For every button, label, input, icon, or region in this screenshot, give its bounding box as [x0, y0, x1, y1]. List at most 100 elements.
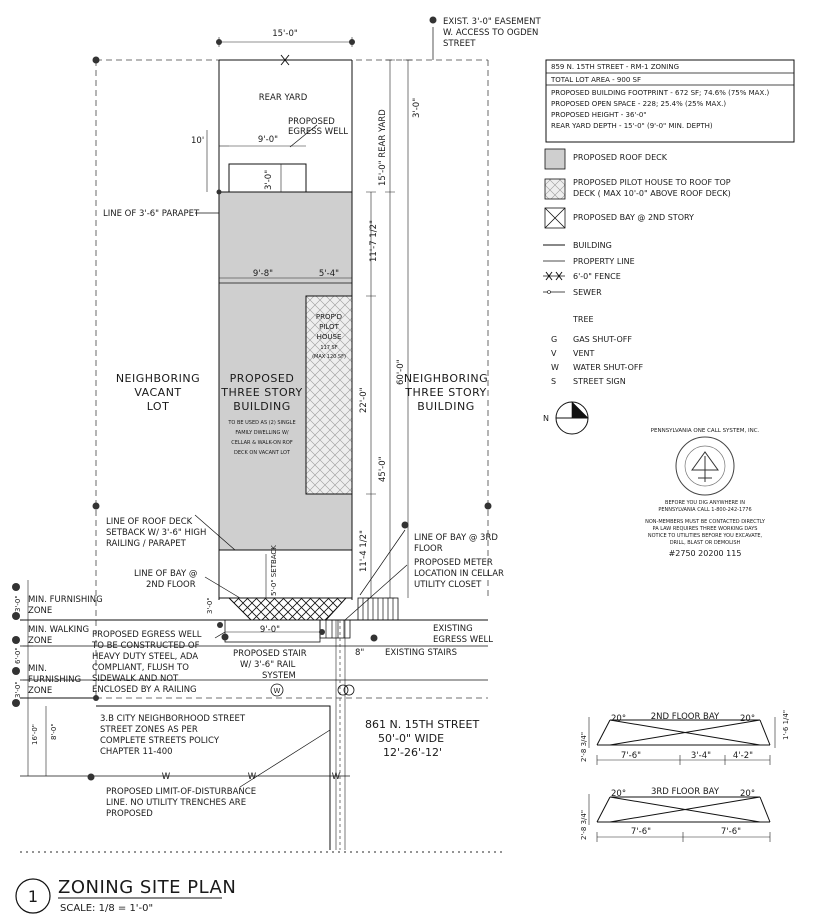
bay2-note-1: LINE OF BAY @ — [134, 569, 197, 579]
meter-note-2: LOCATION IN CELLAR — [414, 569, 504, 579]
easement-note-3: STREET — [443, 39, 476, 49]
zone-dim-2: 6'-0" — [14, 647, 22, 664]
legend-sign: STREET SIGN — [573, 377, 626, 386]
legend: PROPOSED ROOF DECK PROPOSED PILOT HOUSE … — [543, 148, 731, 386]
third-floor-bay-detail: 3RD FLOOR BAY 20° 20° 2'-8 3/4" 7'-6" 7'… — [580, 787, 771, 842]
lod-note-2: LINE. NO UTILITY TRENCHES ARE — [106, 798, 246, 808]
w-mark-3: W — [332, 772, 341, 782]
street-width: 50'-0" WIDE — [378, 732, 444, 745]
third-bay-dim-b: 7'-6" — [721, 827, 741, 837]
pa-one-call-block: PENNSYLVANIA ONE CALL SYSTEM, INC. BEFOR… — [645, 428, 766, 558]
egress-new-5: SIDEWALK AND NOT — [92, 674, 179, 684]
lod-note-1: PROPOSED LIMIT-OF-DISTURBANCE — [106, 787, 256, 797]
street-section: 12'-26'-12' — [383, 746, 442, 759]
zone-dim-3: 3'-0" — [14, 681, 22, 698]
bay3-note-2: FLOOR — [414, 544, 443, 554]
furnishing-zone-2a: MIN. — [28, 664, 47, 674]
dim-9-well: 9'-0" — [260, 625, 280, 635]
roofdeck-note-1: LINE OF ROOF DECK — [106, 517, 193, 527]
second-bay-angle-l: 20° — [611, 714, 626, 724]
egress-new-6: ENCLOSED BY A RAILING — [92, 685, 197, 695]
stair-note-3: SYSTEM — [262, 671, 296, 681]
setback-dim: 5'-0" SETBACK — [270, 545, 278, 596]
existing-egress-1: EXISTING — [433, 624, 473, 634]
walking-zone-1b: ZONE — [28, 636, 52, 646]
roofdeck-note-3: RAILING / PARAPET — [106, 539, 187, 549]
dim-9-8: 9'-8" — [253, 269, 273, 279]
sheet-number: 1 — [28, 887, 38, 906]
survey-dots — [12, 16, 492, 781]
w-mark-2: W — [248, 772, 257, 782]
zone-dim-1: 3'-0" — [14, 595, 22, 612]
egress-new-2: TO BE CONSTRUCTED OF — [91, 641, 200, 651]
zoning-table: 859 N. 15TH STREET - RM-1 ZONING TOTAL L… — [545, 59, 795, 143]
bay3-note-1: LINE OF BAY @ 3RD — [414, 533, 498, 543]
meter-note-3: UTILITY CLOSET — [414, 580, 482, 590]
legend-bay: PROPOSED BAY @ 2ND STORY — [573, 213, 694, 222]
zoning-row-4: PROPOSED HEIGHT - 36'-0" — [551, 111, 647, 119]
legend-water: WATER SHUT-OFF — [573, 363, 643, 372]
legend-pilot-2: DECK ( MAX 10'-0" ABOVE ROOF DECK) — [573, 189, 731, 198]
street-name: 861 N. 15TH STREET — [365, 718, 479, 731]
meter-note-1: PROPOSED METER — [414, 558, 493, 568]
dim-10: 10' — [191, 136, 204, 146]
existing-egress-2: EGRESS WELL — [433, 635, 493, 645]
pa-one-call-line4: PA LAW REQUIRES THREE WORKING DAYS — [653, 526, 758, 532]
furnishing-zone-1: MIN. FURNISHING — [28, 595, 103, 605]
pilot-label-1: PROP'D — [316, 313, 342, 321]
pa-one-call-title: PENNSYLVANIA ONE CALL SYSTEM, INC. — [651, 428, 760, 434]
pilot-label-2: PILOT — [319, 323, 339, 331]
pilot-label-4: 117 SF — [320, 345, 337, 351]
legend-tree: TREE — [572, 315, 594, 324]
right-lot-label-3: BUILDING — [417, 400, 474, 413]
drawing-scale: SCALE: 1/8 = 1'-0" — [60, 903, 153, 914]
second-bay-dim-a: 7'-6" — [621, 751, 641, 761]
egress-new-3: HEAVY DUTY STEEL, ADA — [92, 652, 198, 662]
building-note-1: TO BE USED AS (2) SINGLE — [227, 420, 295, 426]
legend-property-line: PROPERTY LINE — [573, 257, 635, 266]
second-bay-angle-r: 20° — [740, 714, 755, 724]
egress-well-label-2: EGRESS WELL — [288, 127, 348, 137]
second-bay-depth: 2'-8 3/4" — [580, 732, 588, 762]
street-zone-1: 3.B CITY NEIGHBORHOOD STREET — [100, 714, 246, 724]
pa-one-call-line6: DRILL, BLAST OR DEMOLISH — [670, 540, 741, 546]
drawing-title: ZONING SITE PLAN — [58, 877, 236, 898]
legend-vent: VENT — [573, 349, 595, 358]
w-mark-1: W — [162, 772, 171, 782]
rear-yard-label: REAR YARD — [259, 93, 308, 103]
stair-note-2: W/ 3'-6" RAIL — [240, 660, 296, 670]
zone-dim-4: 16'-0" — [31, 724, 39, 745]
pilot-label-5: (MAX 120 SF) — [312, 354, 346, 360]
second-bay-right: 1'-6 1/4" — [782, 710, 790, 740]
left-lot-label-3: LOT — [147, 400, 170, 413]
furnishing-zone-2c: ZONE — [28, 686, 52, 696]
stair-note-1: PROPOSED STAIR — [233, 649, 307, 659]
furnishing-zone-2b: FURNISHING — [28, 675, 81, 685]
legend-sign-key: S — [551, 377, 556, 386]
third-bay-title: 3RD FLOOR BAY — [651, 787, 720, 797]
second-floor-bay — [227, 597, 348, 621]
dim-11-7: 11'-7 1/2" — [369, 220, 379, 262]
legend-gas-key: G — [551, 335, 557, 344]
zoning-row-3: PROPOSED OPEN SPACE - 228; 25.4% (25% MA… — [551, 100, 726, 108]
furnishing-zone-1b: ZONE — [28, 606, 52, 616]
existing-stairs: EXISTING STAIRS — [385, 648, 457, 658]
left-lot-label-1: NEIGHBORING — [116, 372, 200, 385]
pa-one-call-serial: #2750 20200 115 — [669, 549, 742, 558]
pilot-house — [305, 295, 353, 495]
dim-11-4: 11'-4 1/2" — [359, 530, 369, 572]
zoning-row-0: 859 N. 15TH STREET - RM-1 ZONING — [551, 63, 679, 71]
building-note-2: FAMILY DWELLING W/ — [235, 430, 289, 436]
title-block: 1 ZONING SITE PLAN SCALE: 1/8 = 1'-0" — [15, 877, 236, 914]
building-note-4: DECK ON VACANT LOT — [234, 450, 291, 456]
second-bay-dim-b: 3'-4" — [691, 751, 711, 761]
second-floor-bay-detail: 2ND FLOOR BAY 20° 20° 2'-8 3/4" 1'-6 1/4… — [580, 710, 790, 765]
egress-well-label-1: PROPOSED — [288, 117, 335, 127]
legend-sewer: SEWER — [573, 288, 602, 297]
dim-45: 45'-0" — [378, 456, 388, 482]
easement-note-1: EXIST. 3'-0" EASEMENT — [443, 17, 542, 27]
legend-vent-key: V — [551, 349, 557, 358]
street-zone-3: COMPLETE STREETS POLICY — [100, 736, 220, 746]
north-arrow: N — [543, 401, 589, 435]
